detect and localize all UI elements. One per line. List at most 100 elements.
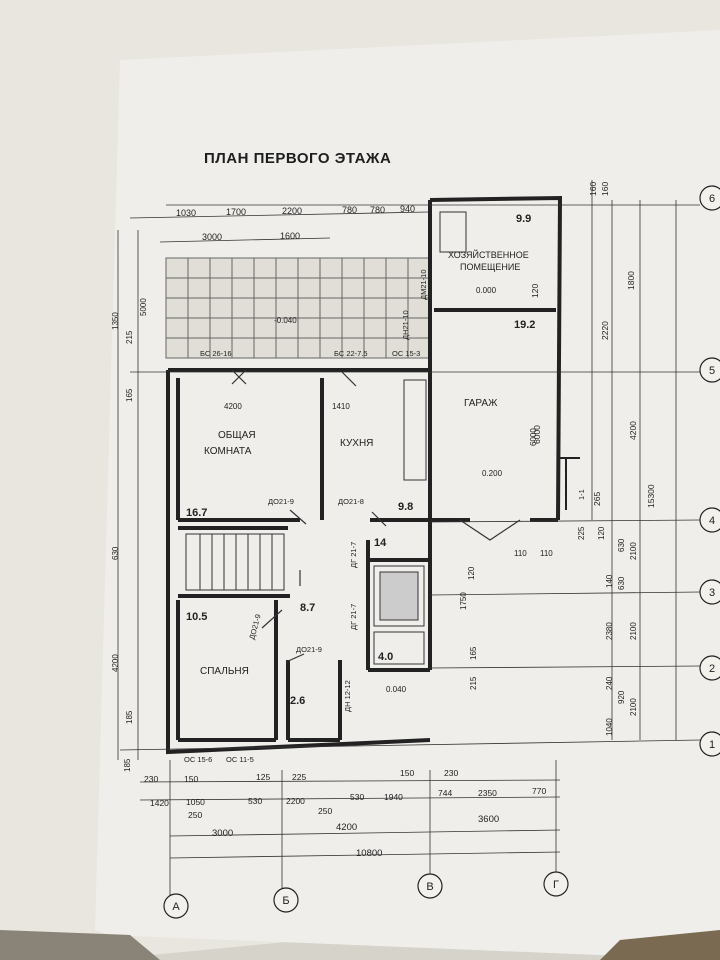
bathroom-area: 4.0 <box>378 651 393 663</box>
dim-value: 215 <box>469 676 478 690</box>
dim-value: 530 <box>248 796 262 806</box>
dim-value: 185 <box>123 758 132 772</box>
wc-area: 2.6 <box>290 695 305 707</box>
axis-bubble-g <box>543 871 569 897</box>
dim-value: 225 <box>292 772 306 782</box>
kitchen-area: 9.8 <box>398 501 413 513</box>
axis-bubble-1 <box>699 731 720 757</box>
dim-value: 1350 <box>111 312 120 330</box>
dim-value: 744 <box>438 788 452 798</box>
axis-label-6: 6 <box>709 193 715 205</box>
axis-bubble-6 <box>699 185 720 211</box>
dim-value: 250 <box>188 810 202 820</box>
dimension-lines <box>117 180 677 859</box>
dim-value: 1410 <box>332 402 350 411</box>
axis-label-v: В <box>426 881 433 893</box>
axis-label-5: 5 <box>709 365 715 377</box>
dim-value: 1700 <box>226 207 246 217</box>
bedroom-name: СПАЛЬНЯ <box>200 666 249 677</box>
dim-value: 2200 <box>282 206 302 216</box>
lintel-label-4: ОС 15-6 <box>184 755 212 764</box>
dim-top-row1: 1030 1700 2200 780 780 940 <box>176 204 415 218</box>
dim-value: 2100 <box>629 542 638 560</box>
section-marker <box>560 457 580 510</box>
dim-value: 165 <box>125 388 134 402</box>
dim-value: 780 <box>342 205 357 215</box>
lintel-label-1: БС 26-16 <box>200 349 232 358</box>
dim-value: 140 <box>605 574 614 588</box>
door-label-7: ДМ21-10 <box>419 269 428 300</box>
dim-value: 2220 <box>600 321 610 340</box>
dim-value: 1050 <box>186 797 205 807</box>
hall-area: 8.7 <box>300 602 315 614</box>
living-name-1: ОБЩАЯ <box>218 430 256 441</box>
utility-stub <box>439 211 467 253</box>
dim-value: 1800 <box>626 271 636 290</box>
bedroom-area: 10.5 <box>186 611 207 623</box>
dim-value: 940 <box>400 204 415 214</box>
dim-value: 230 <box>444 768 458 778</box>
door-label-1: ДО21-9 <box>268 497 294 506</box>
terrace-level: -0.040 <box>274 316 297 325</box>
stair-hall-area: 14 <box>374 537 387 549</box>
axis-label-2: 2 <box>709 663 715 675</box>
garage-area: 19.2 <box>514 319 535 331</box>
dim-value: 780 <box>370 205 385 215</box>
axis-label-3: 3 <box>709 587 715 599</box>
door-label-9: ДН 12-12 <box>343 680 352 712</box>
door-label-2: ДО21-8 <box>338 497 364 506</box>
table-edge <box>600 930 720 960</box>
door-label-5: ДГ 21-7 <box>349 542 358 568</box>
dim-value: 1750 <box>459 592 468 610</box>
dim-value: 2350 <box>478 788 497 798</box>
lintel-label-2: БС 22-7.5 <box>334 349 368 358</box>
axis-bubble-5 <box>699 357 720 383</box>
section-label: 1-1 <box>577 489 586 500</box>
dim-value: 165 <box>469 646 478 660</box>
lintel-label-5: ОС 11-5 <box>226 755 254 764</box>
dim-value: 4200 <box>628 421 638 440</box>
dim-value: 250 <box>318 806 332 816</box>
dim-value: 4200 <box>336 822 357 833</box>
utility-name-1: ХОЗЯЙСТВЕННОЕ <box>448 249 529 260</box>
dim-value: 120 <box>467 566 476 580</box>
table-shadow <box>0 930 160 960</box>
dim-value: 240 <box>605 676 614 690</box>
dim-value: 5000 <box>139 298 148 316</box>
utility-area: 9.9 <box>516 213 531 225</box>
bathroom-fixtures <box>373 565 425 665</box>
axis-bubble-2 <box>699 655 720 681</box>
utility-name-2: ПОМЕЩЕНИЕ <box>460 262 520 272</box>
dim-value: 1940 <box>384 792 403 802</box>
dim-value: 110 <box>514 549 527 558</box>
porch-level: 0.040 <box>386 685 407 694</box>
dim-value: 2100 <box>629 698 638 716</box>
axis-lines <box>119 204 701 900</box>
dim-value: 2200 <box>286 796 305 806</box>
lintel-label-3: ОС 15-3 <box>392 349 420 358</box>
axis-label-b: Б <box>282 895 289 907</box>
dim-value: 630 <box>617 538 626 552</box>
dim-value: 120 <box>530 284 540 298</box>
dim-value: 4200 <box>224 402 242 411</box>
door-label-8: ДН21-10 <box>401 310 410 340</box>
door-label-6: ДГ 21-7 <box>349 604 358 630</box>
axis-bubble-b <box>273 887 299 913</box>
dim-value: 530 <box>350 792 364 802</box>
utility-level: 0.000 <box>476 286 497 295</box>
axis-label-g: Г <box>553 879 559 891</box>
dim-value: 6000 <box>532 425 542 444</box>
dim-value: 150 <box>400 768 414 778</box>
axis-label-4: 4 <box>709 515 715 527</box>
plan-title: ПЛАН ПЕРВОГО ЭТАЖА <box>204 150 392 167</box>
terrace-tiles <box>165 257 431 359</box>
garage-level: 0.200 <box>482 469 503 478</box>
dim-value: 3000 <box>212 828 233 839</box>
axis-label-a: А <box>172 901 180 913</box>
living-area: 16.7 <box>186 507 207 519</box>
dim-value: 4200 <box>111 654 120 672</box>
dim-value: 2100 <box>629 622 638 640</box>
living-name-2: КОМНАТА <box>204 446 252 457</box>
door-label-4: ДО21-9 <box>296 645 322 654</box>
